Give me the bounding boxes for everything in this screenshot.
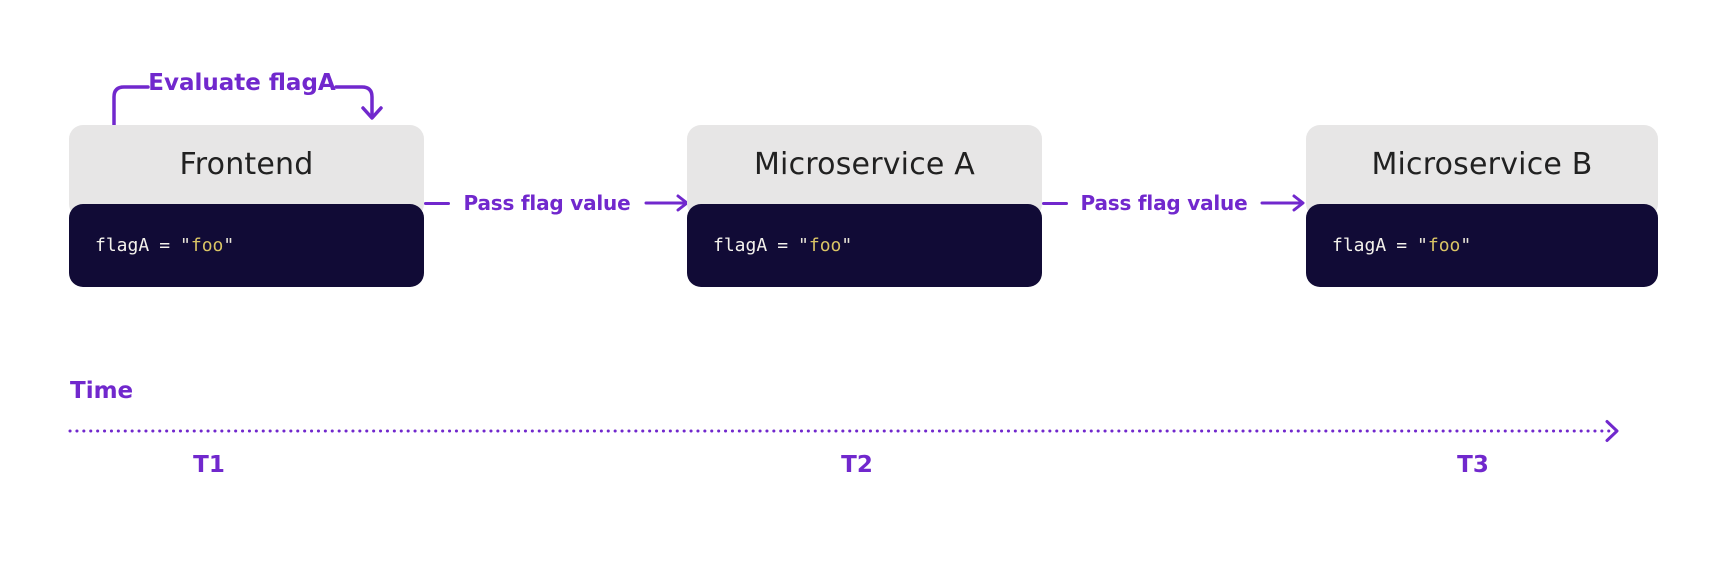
time-axis-label: Time	[70, 378, 134, 404]
arrow-down-icon	[361, 106, 383, 120]
code-variable: flagA	[713, 235, 768, 256]
code-open-quote: "	[798, 235, 809, 256]
code-variable: flagA	[95, 235, 150, 256]
code-operator: =	[1396, 235, 1408, 256]
evaluate-loop-arrow	[112, 85, 383, 127]
pass-flag-connector-2: Pass flag value	[1042, 191, 1306, 215]
pass-flag-label-2: Pass flag value	[1080, 191, 1248, 215]
arrow-right-icon	[1260, 194, 1305, 212]
microservice-b-header	[1306, 125, 1658, 218]
code-operator: =	[159, 235, 171, 256]
tick-t2: T2	[841, 452, 873, 478]
microservice-a-code-line: flagA = "foo"	[687, 204, 1042, 287]
time-axis-dotted-arrow	[68, 420, 1619, 442]
frontend-code-line: flagA = "foo"	[69, 204, 424, 287]
connector-dash	[424, 201, 450, 205]
microservice-a-title: Microservice A	[753, 147, 976, 182]
code-variable: flagA	[1332, 235, 1387, 256]
microservice-b-box: Microservice B flagA = "foo"	[1306, 125, 1658, 287]
frontend-header	[69, 125, 424, 218]
pass-flag-label-1: Pass flag value	[463, 191, 631, 215]
pass-flag-connector-1: Pass flag value	[424, 191, 690, 215]
code-open-quote: "	[1417, 235, 1428, 256]
microservice-b-code-line: flagA = "foo"	[1306, 204, 1658, 287]
microservice-a-box: Microservice A flagA = "foo"	[687, 125, 1042, 287]
tick-t3: T3	[1457, 452, 1489, 478]
code-string-value: foo	[1427, 235, 1461, 256]
arrow-right-icon	[1605, 420, 1619, 442]
frontend-code-panel	[69, 204, 424, 287]
microservice-a-header	[687, 125, 1042, 218]
code-string-value: foo	[190, 235, 224, 256]
code-open-quote: "	[180, 235, 191, 256]
evaluate-flag-label: Evaluate flagA	[148, 70, 336, 96]
code-close-quote: "	[841, 235, 853, 256]
code-close-quote: "	[1460, 235, 1472, 256]
code-string-value: foo	[808, 235, 842, 256]
frontend-title: Frontend	[179, 147, 314, 182]
code-operator: =	[777, 235, 789, 256]
microservice-a-code-panel	[687, 204, 1042, 287]
microservice-b-code-panel	[1306, 204, 1658, 287]
frontend-box: Frontend flagA = "foo"	[69, 125, 424, 287]
arrow-right-icon	[644, 194, 689, 212]
code-close-quote: "	[223, 235, 235, 256]
microservice-b-title: Microservice B	[1371, 147, 1593, 182]
tick-t1: T1	[193, 452, 225, 478]
connector-dash	[1042, 201, 1068, 205]
